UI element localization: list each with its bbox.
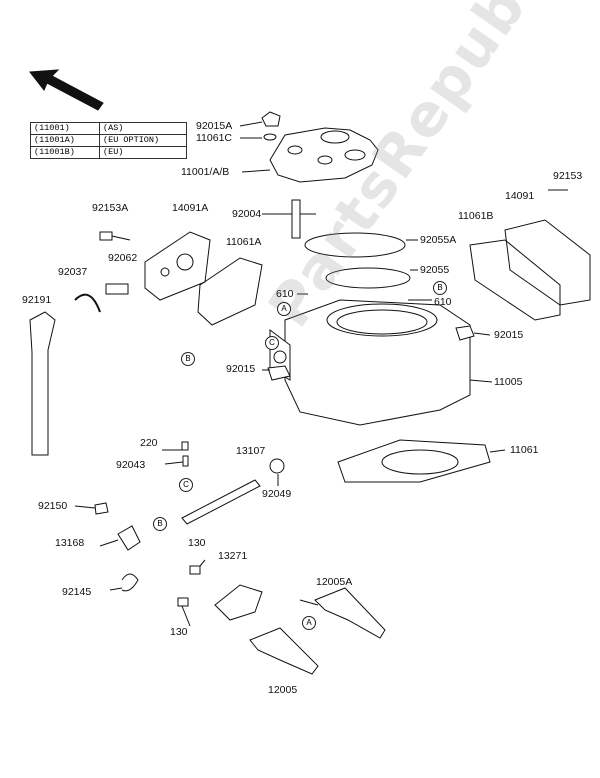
part-label-92191[interactable]: 92191 <box>22 294 52 306</box>
part-label-92004[interactable]: 92004 <box>232 208 262 220</box>
legend-row: (11001)(AS) <box>30 122 187 135</box>
ref-tag-c: C <box>179 478 193 492</box>
part-label-13168[interactable]: 13168 <box>55 537 85 549</box>
part-label-220[interactable]: 220 <box>140 437 158 449</box>
part-label-11061A[interactable]: 11061A <box>226 236 262 248</box>
part-label-12005A[interactable]: 12005A <box>316 576 353 588</box>
o-ring-92055 <box>325 267 411 289</box>
ref-tag-b: B <box>153 517 167 531</box>
cylinder-block-part <box>284 299 471 426</box>
part-label-14091[interactable]: 14091 <box>505 190 535 202</box>
part-label-11001AB[interactable]: 11001/A/B <box>181 166 230 178</box>
part-label-12005[interactable]: 12005 <box>268 684 298 696</box>
legend-desc: (AS) <box>99 122 187 135</box>
ref-tag-a: A <box>302 616 316 630</box>
part-label-92055A[interactable]: 92055A <box>420 234 457 246</box>
legend-code: (11001) <box>30 122 100 135</box>
part-label-92037[interactable]: 92037 <box>58 266 88 278</box>
ref-tag-b: B <box>181 352 195 366</box>
part-label-92153[interactable]: 92153 <box>553 170 583 182</box>
part-label-92015A[interactable]: 92015A <box>196 120 233 132</box>
legend-code: (11001B) <box>30 146 100 159</box>
part-label-92150[interactable]: 92150 <box>38 500 68 512</box>
part-label-11061C[interactable]: 11061C <box>196 132 233 144</box>
legend-row: (11001A)(EU OPTION) <box>30 134 187 147</box>
legend-desc: (EU) <box>99 146 187 159</box>
ref-tag-a: A <box>277 302 291 316</box>
part-label-92015-right[interactable]: 92015 <box>494 329 524 341</box>
ref-tag-c: C <box>265 336 279 350</box>
part-label-92062[interactable]: 92062 <box>108 252 138 264</box>
o-ring-92055A <box>304 232 406 258</box>
part-label-11061B[interactable]: 11061B <box>458 210 494 222</box>
front-arrow-icon <box>29 69 104 111</box>
hose-part <box>29 311 56 456</box>
legend-desc: (EU OPTION) <box>99 134 187 147</box>
part-label-14091A[interactable]: 14091A <box>172 202 209 214</box>
part-label-610-b[interactable]: 610 <box>434 296 452 308</box>
exhaust-valve-12005A <box>314 587 386 639</box>
part-label-92153A[interactable]: 92153A <box>92 202 129 214</box>
part-label-13107[interactable]: 13107 <box>236 445 266 457</box>
model-legend: (11001)(AS) (11001A)(EU OPTION) (11001B)… <box>30 122 187 159</box>
cylinder-head-part <box>269 127 379 183</box>
part-label-92055[interactable]: 92055 <box>420 264 450 276</box>
part-label-92145[interactable]: 92145 <box>62 586 92 598</box>
part-label-13271[interactable]: 13271 <box>218 550 248 562</box>
part-label-11061[interactable]: 11061 <box>510 444 539 456</box>
ref-tag-b: B <box>433 281 447 295</box>
gasket-11061A <box>197 257 263 326</box>
part-label-130-b[interactable]: 130 <box>170 626 188 638</box>
legend-code: (11001A) <box>30 134 100 147</box>
part-label-92015-left[interactable]: 92015 <box>226 363 256 375</box>
part-label-610-a[interactable]: 610 <box>276 288 294 300</box>
legend-row: (11001B)(EU) <box>30 146 187 159</box>
exhaust-valve-12005 <box>249 627 319 675</box>
gasket-14091 <box>504 219 591 306</box>
part-label-92049[interactable]: 92049 <box>262 488 292 500</box>
part-label-130-a[interactable]: 130 <box>188 537 206 549</box>
part-label-11005[interactable]: 11005 <box>494 376 523 388</box>
base-gasket-11061 <box>337 439 491 483</box>
part-label-92043[interactable]: 92043 <box>116 459 146 471</box>
shaft-13107 <box>181 479 261 525</box>
